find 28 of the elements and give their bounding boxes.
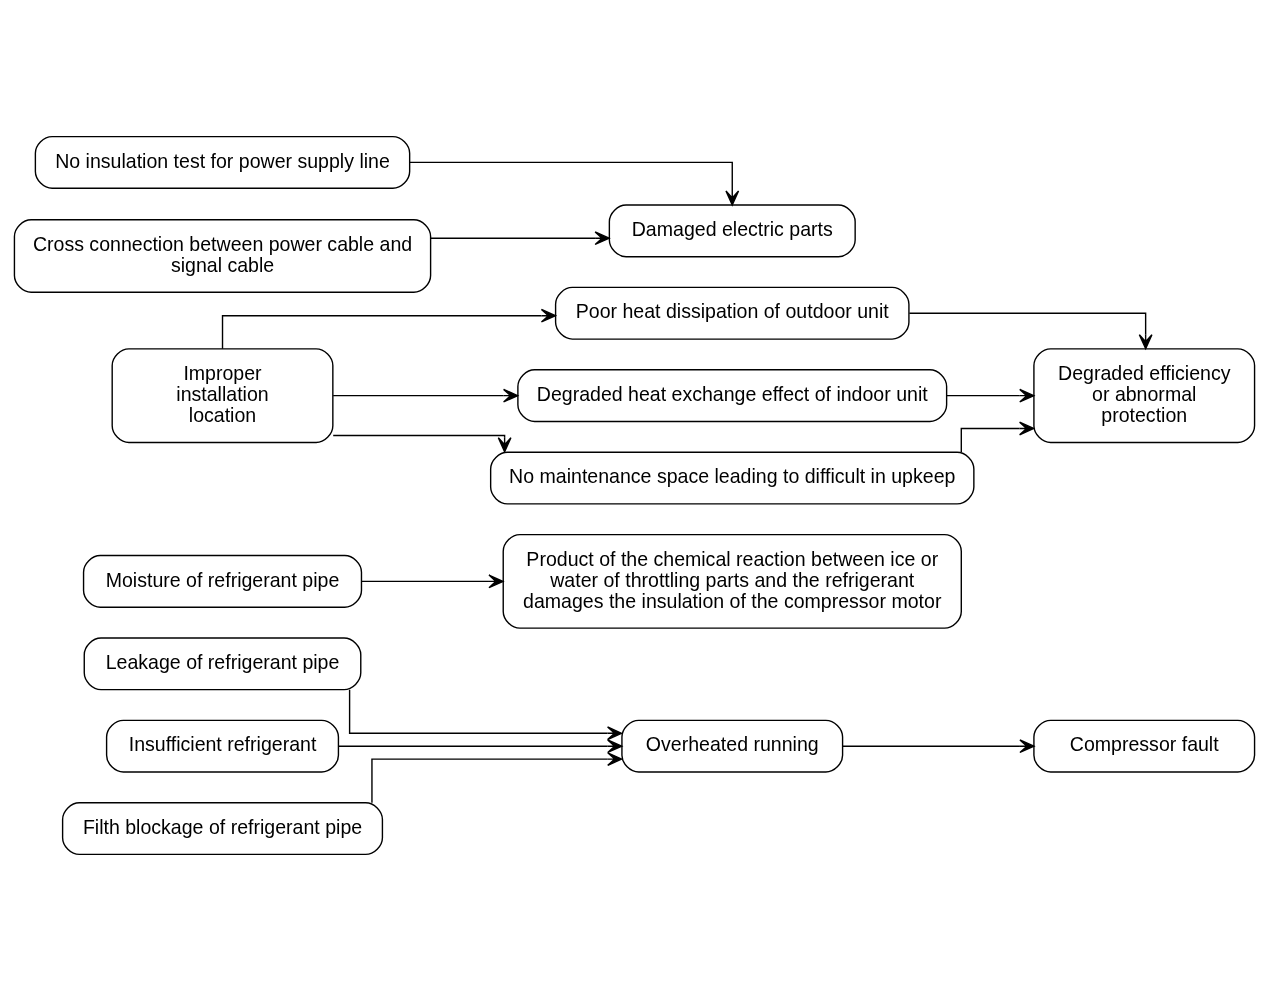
node-box: Damaged electric parts [608, 204, 856, 258]
node-box: Product of the chemical reaction between ice or water of throttling parts and the refrigerant damages the insulation of the compressor motor [502, 533, 962, 629]
arrow [348, 688, 623, 741]
node-box: Degraded efficiency or abnormal protection [1033, 348, 1256, 444]
node-box: Insufficient refrigerant [105, 719, 340, 773]
node-box: Improper installation location [111, 348, 334, 444]
arrow [221, 308, 557, 350]
node-box: Overheated running [621, 719, 844, 773]
arrow [946, 388, 1035, 403]
node-box: Compressor fault [1033, 719, 1256, 773]
arrow [908, 312, 1153, 350]
arrow [332, 388, 519, 403]
arrow [960, 421, 1035, 453]
node-box: Leakage of refrigerant pipe [83, 637, 362, 691]
arrow [361, 574, 504, 589]
node-box: Filth blockage of refrigerant pipe [61, 802, 384, 856]
arrow [338, 739, 623, 754]
arrow [371, 752, 623, 804]
node-box: No maintenance space leading to difficult in upkeep [489, 451, 975, 505]
node-box: Poor heat dissipation of outdoor unit [554, 286, 910, 340]
node-box: Degraded heat exchange effect of indoor unit [517, 369, 948, 423]
arrow [841, 739, 1035, 754]
node-box: Cross connection between power cable and signal cable [13, 219, 432, 293]
node-box: Moisture of refrigerant pipe [82, 554, 363, 608]
arrow [430, 231, 610, 246]
arrow [409, 161, 740, 206]
arrow [332, 434, 512, 453]
node-box: No insulation test for power supply line [34, 135, 411, 189]
